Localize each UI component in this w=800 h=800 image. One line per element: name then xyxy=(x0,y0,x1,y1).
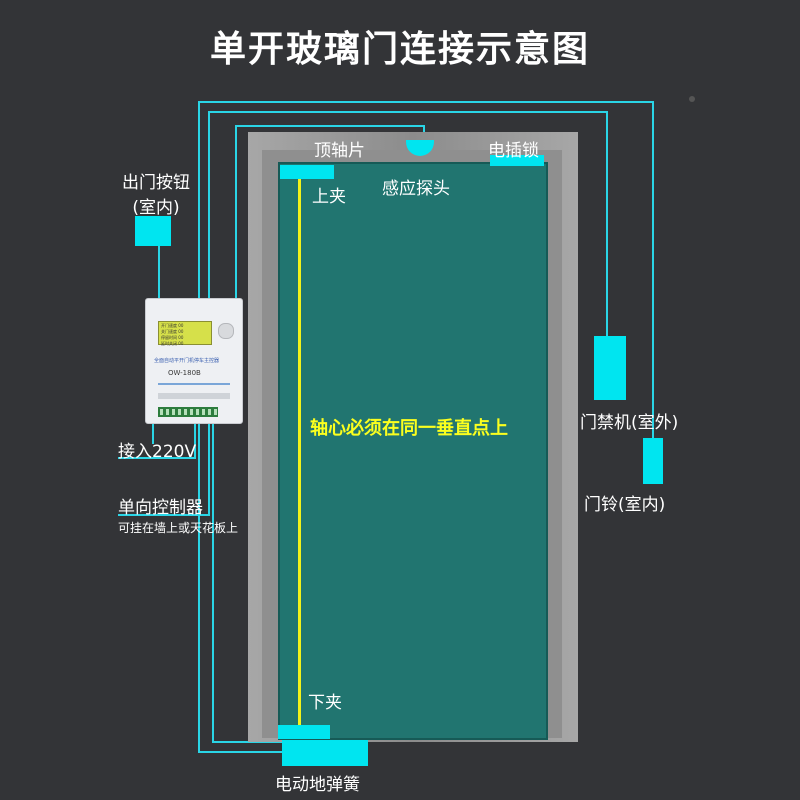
wire-segment xyxy=(118,514,210,516)
controller-knob xyxy=(218,323,234,339)
label-exit-button-line1: 出门按钮 xyxy=(122,173,190,193)
wire-segment xyxy=(194,424,196,458)
label-electric-lock: 电插锁 xyxy=(488,141,539,161)
wire-segment xyxy=(152,424,154,444)
wire-segment xyxy=(606,111,608,339)
label-floor-spring: 电动地弹簧 xyxy=(275,775,360,795)
wire-segment xyxy=(198,101,654,103)
doorbell-device xyxy=(643,438,663,484)
label-top-pivot: 顶轴片 xyxy=(314,141,365,161)
glass-door-panel xyxy=(278,162,548,740)
access-control-device xyxy=(594,336,626,400)
sensor-probe-device xyxy=(406,140,434,156)
wire-segment xyxy=(212,741,282,743)
label-lower-clamp: 下夹 xyxy=(308,693,342,713)
wire-segment xyxy=(118,457,196,459)
label-exit-button: 出门按钮 (室内) xyxy=(104,168,208,218)
wire-segment xyxy=(652,101,654,441)
wire-segment xyxy=(198,751,282,753)
controller-led-strip xyxy=(158,383,230,385)
controller-lcd: 开门速度 00 关门速度 00 停留时间 00 延时关闭 00 xyxy=(158,321,212,346)
wire-segment xyxy=(212,424,214,742)
controller-name-text: 全面自动平开门机停车主控器 xyxy=(154,358,220,364)
decorative-dot xyxy=(689,96,695,102)
floor-spring-device xyxy=(282,740,368,766)
wire-segment xyxy=(158,246,160,300)
wire-segment xyxy=(198,101,200,752)
wire-segment xyxy=(208,111,608,113)
wire-segment xyxy=(235,125,425,127)
label-one-way-controller: 单向控制器 xyxy=(118,498,203,518)
lcd-row: 开门速度 00 xyxy=(161,323,184,328)
lcd-row: 延时关闭 00 xyxy=(161,341,184,346)
controller-model: OW-180B xyxy=(168,369,201,377)
controller-info-strip xyxy=(158,393,230,399)
one-way-controller-device: 开门速度 00 关门速度 00 停留时间 00 延时关闭 00 全面自动平开门机… xyxy=(145,298,243,424)
lower-clamp-device xyxy=(278,725,330,739)
diagram-title: 单开玻璃门连接示意图 xyxy=(209,29,590,70)
label-power-input: 接入220V xyxy=(118,442,197,462)
controller-terminal-block xyxy=(158,407,218,417)
label-axis-note: 轴心必须在同一垂直点上 xyxy=(310,418,508,439)
wire-segment xyxy=(208,424,210,516)
label-upper-clamp: 上夹 xyxy=(312,187,346,207)
wire-segment xyxy=(235,125,237,300)
wire-segment xyxy=(208,111,210,301)
label-sensor-probe: 感应探头 xyxy=(382,179,450,199)
lcd-row: 停留时间 00 xyxy=(161,335,184,340)
pivot-axis-line xyxy=(298,172,301,732)
label-doorbell: 门铃(室内) xyxy=(584,495,666,515)
electric-lock-device xyxy=(490,155,544,166)
label-mount-note: 可挂在墙上或天花板上 xyxy=(118,521,239,535)
lcd-row: 关门速度 00 xyxy=(161,329,184,334)
top-pivot-plate xyxy=(280,165,334,179)
exit-button-device xyxy=(135,216,171,246)
label-exit-button-line2: (室内) xyxy=(132,198,180,218)
label-access-control: 门禁机(室外) xyxy=(580,413,679,433)
